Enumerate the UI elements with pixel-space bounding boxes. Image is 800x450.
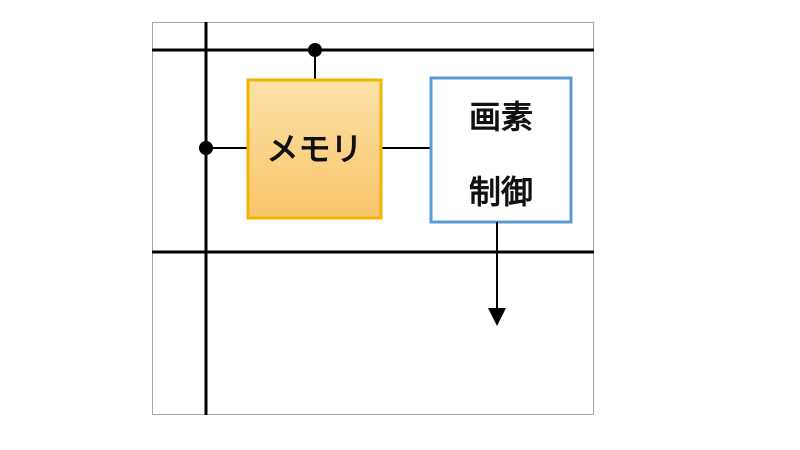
memory-block-label: メモリ (266, 130, 362, 168)
pixel-control-label-line1: 画素 (469, 98, 533, 136)
pixel-control-block: 画素 制御 (429, 76, 573, 224)
memory-block: メモリ (246, 78, 383, 220)
pixel-control-label-line2: 制御 (469, 173, 533, 211)
memory-block-box (246, 78, 383, 220)
pixel-control-block-box (429, 76, 573, 224)
left-junction-dot (199, 141, 213, 155)
top-junction-dot (308, 43, 322, 57)
output-arrowhead-icon (488, 308, 506, 326)
